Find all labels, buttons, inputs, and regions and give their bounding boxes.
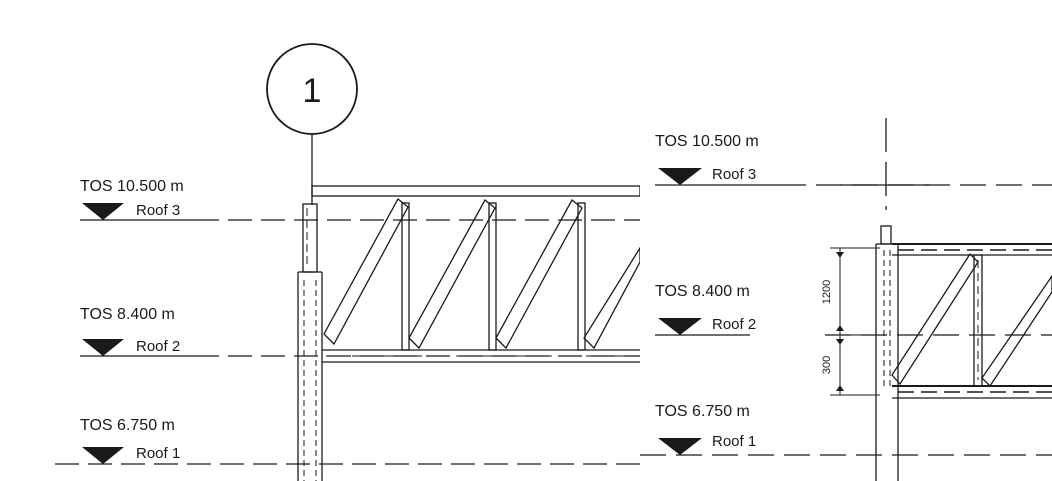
level-marker-roof1 bbox=[82, 447, 124, 464]
level-marker-roof3 bbox=[82, 203, 124, 220]
grid-label: 1 bbox=[303, 72, 322, 110]
level-name-roof1-right: Roof 1 bbox=[712, 433, 756, 450]
level-name-roof3-right: Roof 3 bbox=[712, 166, 756, 183]
level-name-roof2: Roof 2 bbox=[136, 338, 180, 355]
level-marker-roof1-right bbox=[658, 438, 702, 455]
level-elevation-roof3-right: TOS 10.500 m bbox=[655, 133, 759, 150]
dimension-arrows bbox=[836, 252, 844, 391]
level-name-roof1: Roof 1 bbox=[136, 445, 180, 462]
dimension-label-1200: 1200 bbox=[821, 280, 833, 304]
level-name-roof2-right: Roof 2 bbox=[712, 316, 756, 333]
dimension-string bbox=[830, 247, 880, 396]
level-elevation-roof2: TOS 8.400 m bbox=[80, 306, 175, 323]
level-elevation-roof1-right: TOS 6.750 m bbox=[655, 403, 750, 420]
right-elevation-view: TOS 10.500 m Roof 3 TOS 8.400 m Roof 2 T… bbox=[640, 0, 1052, 481]
level-marker-roof2-right bbox=[658, 318, 702, 335]
truss bbox=[311, 185, 640, 363]
column bbox=[297, 203, 323, 481]
level-marker-roof3-right bbox=[658, 168, 702, 185]
level-elevation-roof2-right: TOS 8.400 m bbox=[655, 283, 750, 300]
left-elevation-view: 1 TOS 10.500 m Roof 3 TOS 8.400 m Roof 2… bbox=[55, 43, 640, 481]
right-elevation-svg: TOS 10.500 m Roof 3 TOS 8.400 m Roof 2 T… bbox=[640, 118, 1052, 481]
column-right bbox=[875, 225, 899, 481]
truss-right bbox=[891, 243, 1052, 399]
level-name-roof3: Roof 3 bbox=[136, 202, 180, 219]
dimension-label-300: 300 bbox=[821, 356, 833, 374]
level-marker-roof2 bbox=[82, 339, 124, 356]
left-elevation-svg: 1 TOS 10.500 m Roof 3 TOS 8.400 m Roof 2… bbox=[55, 43, 640, 481]
level-elevation-roof3: TOS 10.500 m bbox=[80, 178, 184, 195]
level-elevation-roof1: TOS 6.750 m bbox=[80, 417, 175, 434]
